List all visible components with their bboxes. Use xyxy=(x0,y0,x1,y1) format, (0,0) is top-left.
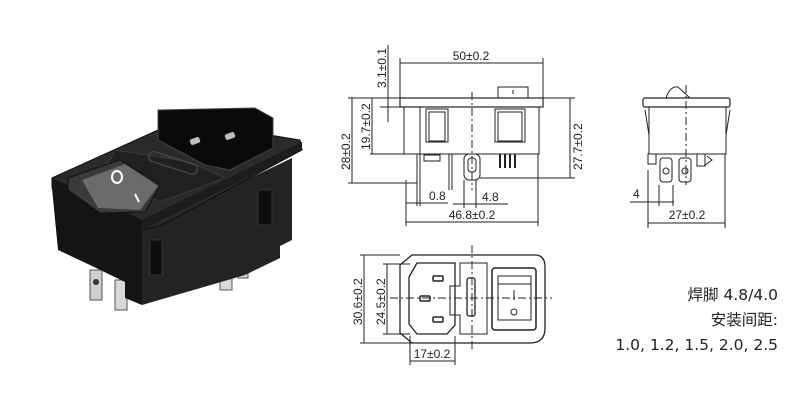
dim-outer-height: 30.6±0.2 xyxy=(351,278,365,325)
front-view-drawing: 50±0.2 3.1±0.1 19.7±0.2 28±0.2 27.7±0.2 … xyxy=(339,30,590,230)
switch-on-symbol xyxy=(134,193,140,203)
dim-pin-spacing: 4.8 xyxy=(482,190,499,204)
spec-solder-terminal: 焊脚 4.8/4.0 xyxy=(687,286,778,304)
spec-notes: 焊脚 4.8/4.0 安装间距: 1.0, 1.2, 1.5, 2.0, 2.5 xyxy=(615,283,778,358)
switch-off-symbol xyxy=(111,170,123,184)
spec-mounting-label: 安装间距: xyxy=(710,311,778,329)
dim-flange-thickness: 3.1±0.1 xyxy=(375,48,389,88)
dim-inlet-width: 17±0.2 xyxy=(414,347,451,361)
dim-body-width: 27±0.2 xyxy=(669,208,706,222)
panel-cutout-drawing: 30.6±0.2 24.5±0.2 17±0.2 xyxy=(340,240,570,370)
side-view-drawing: 4 27±0.2 xyxy=(600,70,800,230)
dim-inner-height: 24.5±0.2 xyxy=(374,278,388,325)
dim-pin-offset: 4 xyxy=(633,187,640,201)
product-photo xyxy=(30,70,320,320)
spec-mounting-values: 1.0, 1.2, 1.5, 2.0, 2.5 xyxy=(615,336,778,354)
dim-top-width: 50±0.2 xyxy=(453,49,490,63)
power-inlet-illustration xyxy=(51,107,303,311)
rocker-switch xyxy=(82,164,158,210)
dim-body-height: 19.7±0.2 xyxy=(359,103,373,150)
dim-right-height: 27.7±0.2 xyxy=(571,123,585,170)
dim-bottom-width: 46.8±0.2 xyxy=(449,208,496,222)
dim-pin-width: 0.8 xyxy=(429,189,446,203)
dim-overall-height: 28±0.2 xyxy=(340,133,353,170)
